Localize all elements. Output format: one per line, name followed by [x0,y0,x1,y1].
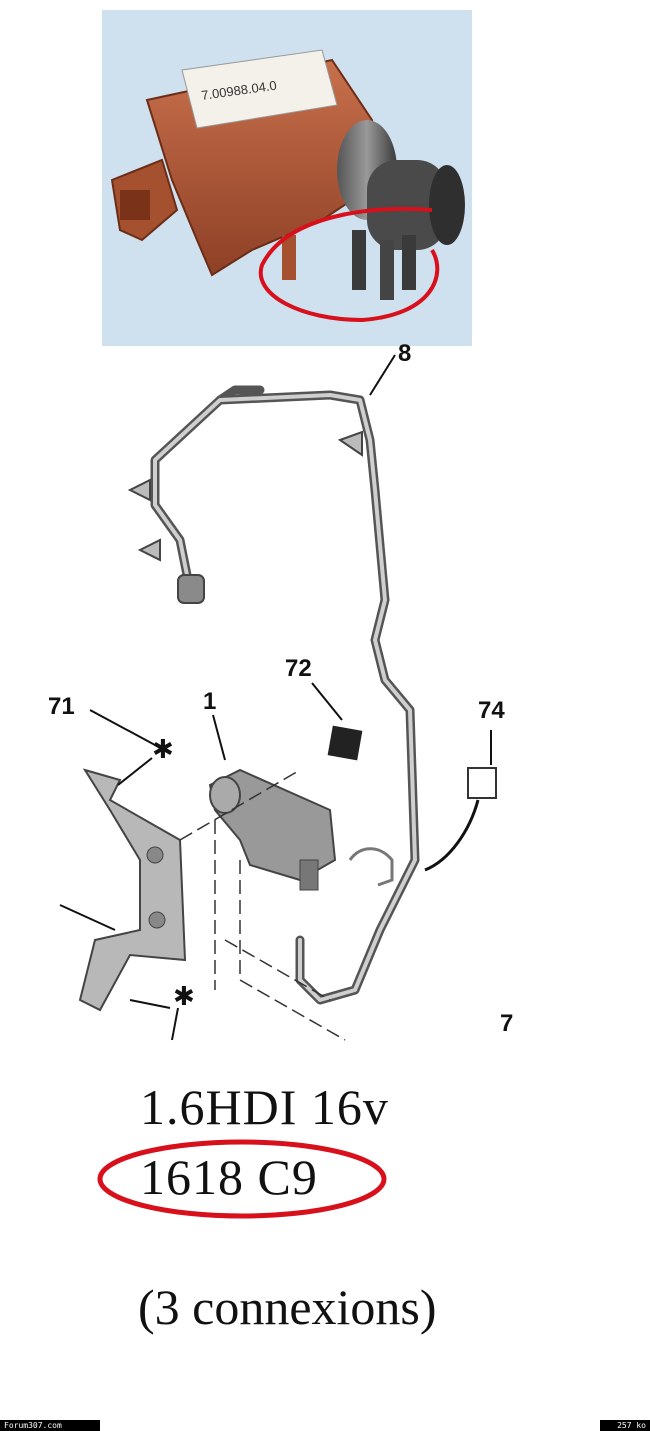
footer-size: 257 ko [600,1420,650,1431]
exploded-diagram: ✱ ✱ 8 71 1 72 74 7 [0,340,650,1060]
footer-site: Forum307.com [0,1420,100,1431]
callout-71: 71 [48,693,75,720]
svg-text:✱: ✱ [152,735,174,765]
hose-and-bracket-drawing: ✱ ✱ [59,354,497,1041]
svg-text:✱: ✱ [173,982,195,1012]
valve-photo: 7.00988.04.0 [102,10,472,346]
part-74-label [467,767,497,799]
hose-clip [348,847,394,887]
callout-8: 8 [398,340,412,367]
callout-72: 72 [285,655,312,682]
valve-illustration: 7.00988.04.0 [110,49,465,323]
connexions-label: (3 connexions) [138,1279,437,1335]
callout-7: 7 [500,1010,514,1037]
callout-74: 74 [478,697,505,724]
part-label-sticker: 7.00988.04.0 [181,49,338,129]
engine-label: 1.6HDI 16v [140,1079,389,1135]
mounting-bracket [78,768,187,1012]
callout-1: 1 [203,688,217,715]
part-number-label: 1618 C9 [140,1149,318,1205]
photo-highlight-circle [258,206,440,323]
part-72-grommet [327,725,363,761]
hose-end-fitting [177,574,205,604]
